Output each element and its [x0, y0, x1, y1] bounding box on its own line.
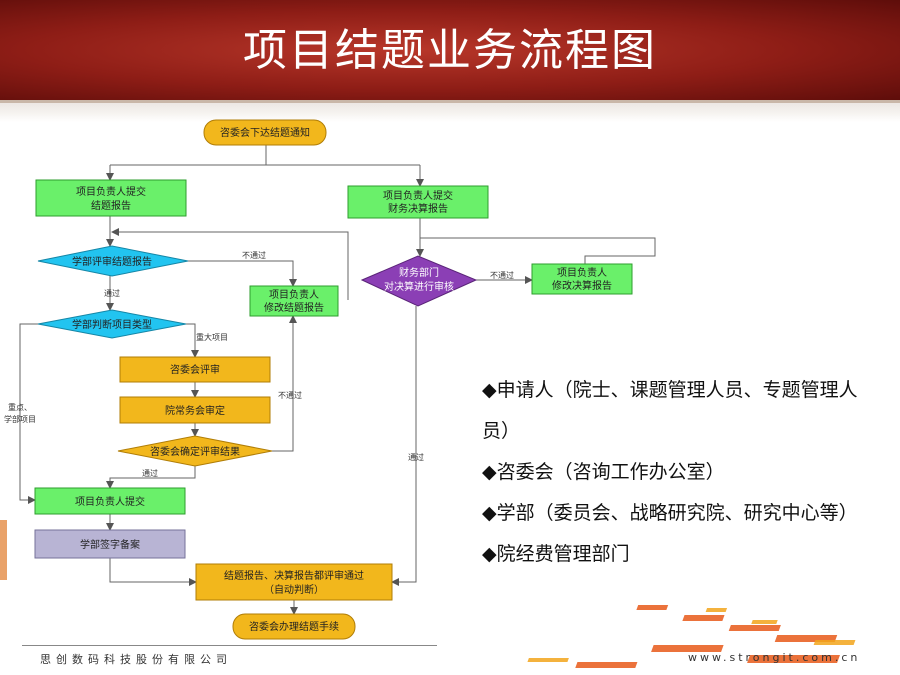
- edge-fail-finance: 不通过: [490, 270, 514, 280]
- header-shadow-band: [0, 100, 900, 122]
- edge-pass-review: 通过: [104, 288, 120, 298]
- edge-pass-finance: 通过: [408, 452, 424, 462]
- role-department: ◆学部（委员会、战略研究院、研究中心等）: [482, 502, 858, 524]
- decorative-stripes: [527, 605, 856, 668]
- header-divider: [0, 100, 900, 103]
- modify-report-label-1: 项目负责人: [269, 288, 319, 301]
- all-pass-box: [195, 563, 393, 601]
- footer-url[interactable]: www.strongit.com.cn: [688, 651, 861, 664]
- footer-divider: [22, 645, 437, 646]
- consult-decide-diamond: [117, 435, 273, 467]
- modify-report-box: [249, 285, 339, 317]
- academy-review-box: [119, 396, 271, 424]
- dept-type-label: 学部判断项目类型: [72, 318, 152, 331]
- flowchart: 咨委会下达结题通知 项目负责人提交 结题报告 项目负责人提交 财务决算报告 学部…: [4, 119, 656, 640]
- submit-report-label-2: 结题报告: [91, 199, 131, 212]
- consult-review-label: 咨委会评审: [170, 363, 220, 376]
- finance-audit-label-2: 对决算进行审核: [384, 280, 454, 293]
- dept-sign-label: 学部签字备案: [80, 538, 140, 551]
- modify-finance-box: [531, 263, 633, 295]
- academy-review-label: 院常务会审定: [165, 404, 225, 417]
- edge-major-project: 重大项目: [196, 332, 228, 342]
- modify-finance-label-1: 项目负责人: [557, 266, 607, 279]
- submit-report-label-1: 项目负责人提交: [76, 185, 146, 198]
- dept-sign-box: [34, 529, 186, 559]
- role-finance-dept: ◆院经费管理部门: [482, 543, 630, 565]
- footer-company: 思创数码科技股份有限公司: [40, 653, 232, 666]
- pi-submit-box: [34, 487, 186, 515]
- modify-finance-label-2: 修改决算报告: [552, 279, 612, 292]
- end-node-label: 咨委会办理结题手续: [249, 620, 339, 633]
- finance-audit-label-1: 财务部门: [399, 266, 439, 279]
- end-node: [232, 613, 356, 640]
- edge-pass-decide: 通过: [142, 468, 158, 478]
- start-node-label: 咨委会下达结题通知: [220, 126, 310, 139]
- edge-fail-review: 不通过: [242, 250, 266, 260]
- start-node: [203, 119, 327, 146]
- modify-report-label-2: 修改结题报告: [264, 301, 324, 314]
- consult-decide-label: 咨委会确定评审结果: [150, 445, 240, 458]
- submit-finance-label-1: 项目负责人提交: [383, 189, 453, 202]
- left-accent-stripe: [0, 520, 7, 580]
- submit-report-box: [35, 179, 187, 217]
- page-title: 项目结题业务流程图: [243, 25, 657, 76]
- submit-finance-box: [347, 185, 489, 219]
- roles-list: ◆申请人（院士、课题管理人员、专题管理人员） ◆咨委会（咨询工作办公室） ◆学部…: [482, 370, 862, 575]
- edge-fail-decide: 不通过: [278, 390, 302, 400]
- header-banner: 项目结题业务流程图: [0, 0, 900, 100]
- edge-key-project-2: 学部项目: [4, 414, 36, 424]
- pi-submit-label: 项目负责人提交: [75, 495, 145, 508]
- consult-review-box: [119, 356, 271, 383]
- role-applicant: ◆申请人（院士、课题管理人员、专题管理人员）: [482, 379, 858, 442]
- all-pass-label-2: （自动判断）: [264, 583, 324, 596]
- edge-key-project-1: 重点、: [8, 402, 32, 412]
- dept-review-label: 学部评审结题报告: [72, 255, 152, 268]
- role-consult-committee: ◆咨委会（咨询工作办公室）: [482, 461, 725, 483]
- dept-type-diamond: [37, 309, 187, 339]
- submit-finance-label-2: 财务决算报告: [388, 202, 448, 215]
- finance-audit-diamond: [360, 255, 478, 307]
- all-pass-label-1: 结题报告、决算报告都评审通过: [224, 569, 364, 582]
- dept-review-diamond: [37, 245, 189, 277]
